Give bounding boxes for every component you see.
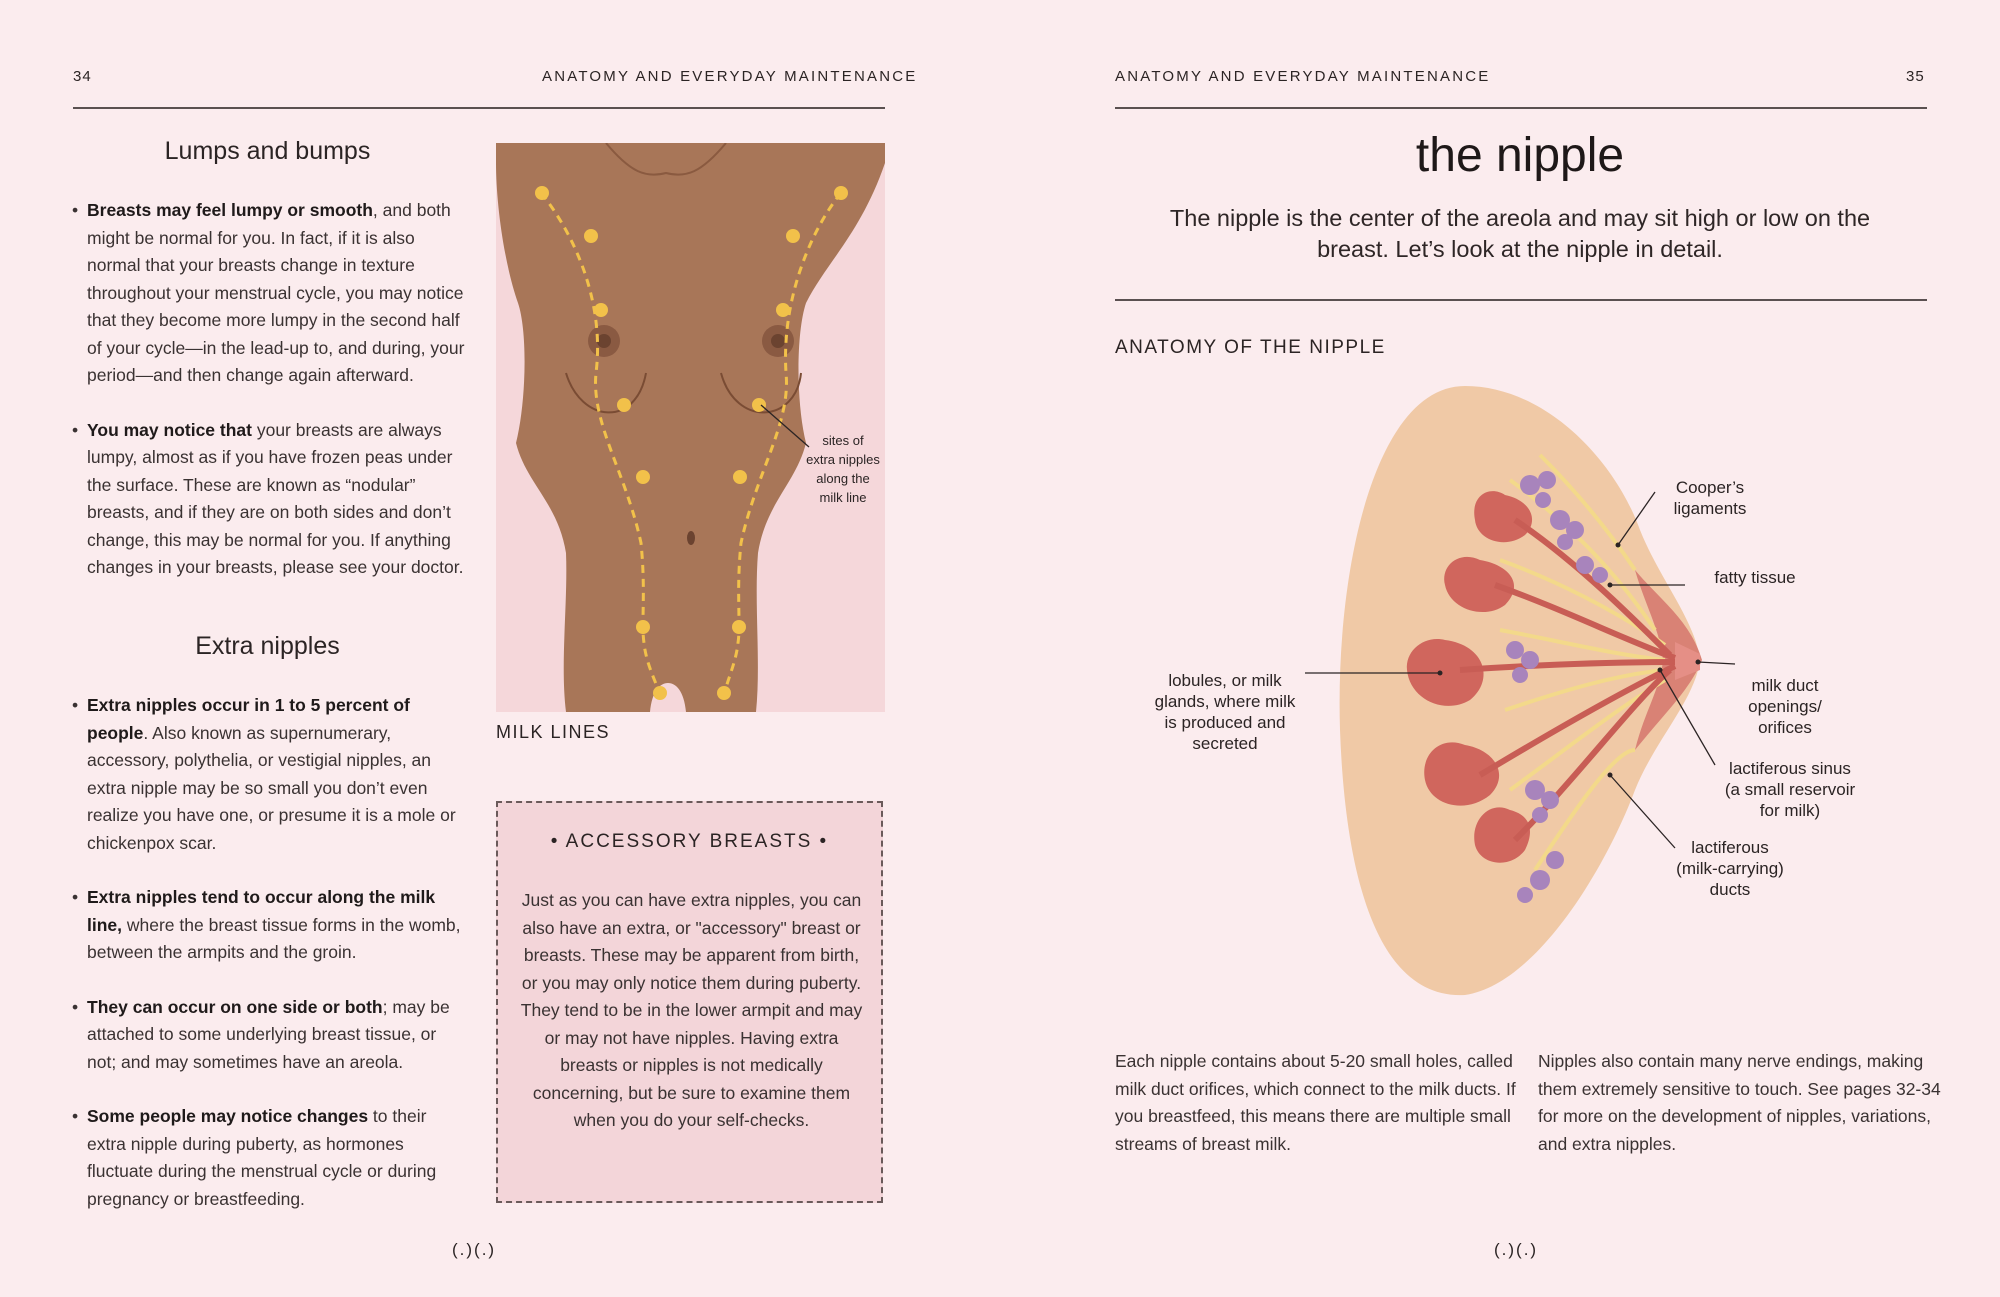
running-header-left: ANATOMY AND EVERYDAY MAINTENANCE xyxy=(542,68,918,85)
box-title: • ACCESSORY BREASTS • xyxy=(550,831,829,852)
accessory-breasts-box: • ACCESSORY BREASTS • Just as you can ha… xyxy=(496,801,883,1203)
milk-line-callout: sites of extra nipples along the milk li… xyxy=(806,433,880,505)
milk-lines-illustration: sites of extra nipples along the milk li… xyxy=(496,143,885,712)
figure-caption: MILK LINES xyxy=(496,722,611,742)
heading-lumps: Lumps and bumps xyxy=(164,137,371,165)
list-item: You may notice that your breasts are alw… xyxy=(72,417,467,582)
label-coopers-ligaments: Cooper’s ligaments xyxy=(1673,478,1747,518)
page-title: the nipple xyxy=(1415,129,1625,182)
label-lactiferous-ducts: lactiferous (milk-carrying) ducts xyxy=(1676,838,1784,899)
lumps-bullets: Breasts may feel lumpy or smooth, and bo… xyxy=(72,197,467,582)
footer-glyph-left: (.)(.) xyxy=(452,1240,497,1259)
page-number-left: 34 xyxy=(73,68,92,85)
paragraph-nerve-endings: Nipples also contain many nerve endings,… xyxy=(1538,1051,1941,1154)
list-item: Some people may notice changes to their … xyxy=(72,1103,467,1213)
label-fatty-tissue: fatty tissue xyxy=(1714,568,1796,587)
extra-nipples-bullets: Extra nipples occur in 1 to 5 percent of… xyxy=(72,692,467,1213)
header-rule-left xyxy=(73,107,885,109)
list-item: Extra nipples occur in 1 to 5 percent of… xyxy=(72,692,467,857)
label-lactiferous-sinus: lactiferous sinus (a small reservoir for… xyxy=(1724,759,1856,820)
list-item: Breasts may feel lumpy or smooth, and bo… xyxy=(72,197,467,390)
label-milk-duct-orifices: milk duct openings/ orifices xyxy=(1748,676,1822,737)
torso-graphic xyxy=(496,143,885,712)
breast-cross-section xyxy=(1305,386,1736,996)
nipple-anatomy-diagram: Cooper’s ligaments fatty tissue lobules,… xyxy=(1115,370,1985,1010)
heading-extra-nipples: Extra nipples xyxy=(195,632,340,660)
label-lobules: lobules, or milk glands, where milk is p… xyxy=(1154,671,1296,753)
running-header-right: ANATOMY AND EVERYDAY MAINTENANCE xyxy=(1115,68,1491,85)
list-item: Extra nipples tend to occur along the mi… xyxy=(72,884,467,967)
header-rule-right xyxy=(1115,107,1927,109)
footer-glyph-right: (.)(.) xyxy=(1494,1240,1539,1259)
box-text: Just as you can have extra nipples, you … xyxy=(520,890,863,1130)
list-item: They can occur on one side or both; may … xyxy=(72,994,467,1077)
intro-text: The nipple is the center of the areola a… xyxy=(1169,205,1871,262)
intro-rule xyxy=(1115,299,1927,301)
section-heading: ANATOMY OF THE NIPPLE xyxy=(1115,337,1386,358)
page-number-right: 35 xyxy=(1906,68,1925,85)
paragraph-orifices: Each nipple contains about 5-20 small ho… xyxy=(1115,1051,1516,1154)
